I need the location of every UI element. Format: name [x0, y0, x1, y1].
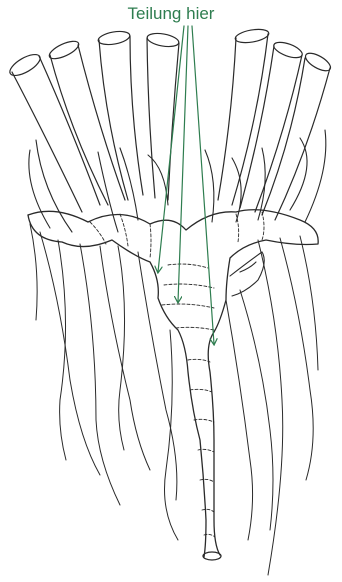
roots: [30, 224, 318, 575]
bracts: [29, 130, 326, 232]
division-arrows: [158, 26, 214, 344]
leaf-stalk: [97, 29, 143, 200]
division-arrow: [192, 26, 214, 344]
leaf-stalk: [47, 38, 125, 205]
leaf-stalk: [240, 39, 304, 212]
side-shoot: [230, 252, 264, 296]
rhizome-body: [28, 210, 318, 560]
rhizome-tip: [203, 552, 221, 560]
leaf-stalks: [7, 27, 333, 220]
